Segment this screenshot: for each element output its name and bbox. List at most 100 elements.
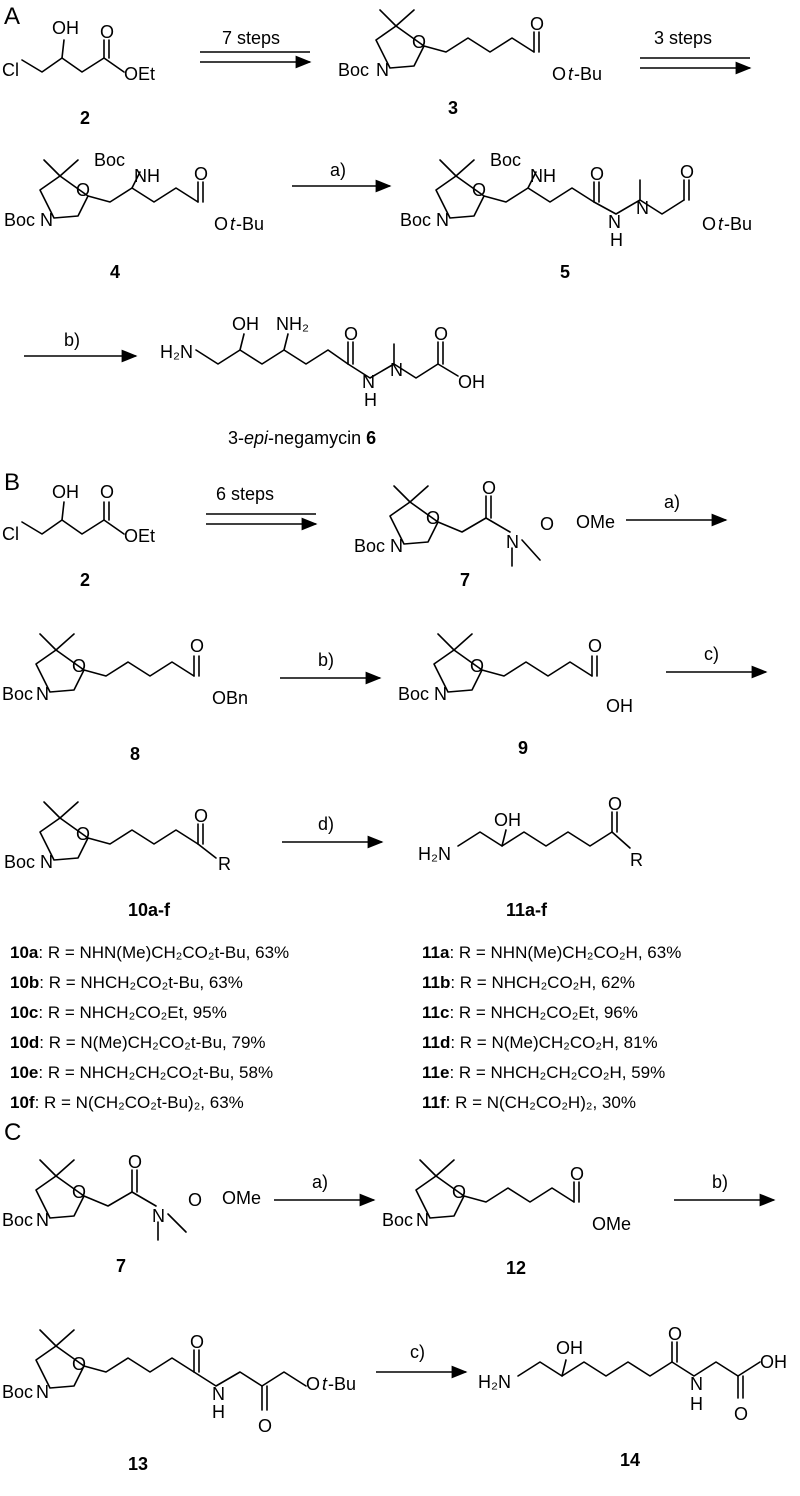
atom-boc: Boc [338, 60, 369, 80]
compound-11-structure: H₂N OH O R [418, 794, 643, 870]
atom-h: H [212, 1402, 225, 1422]
compound-label-10: 10a-f [128, 900, 171, 920]
atom-boc: Boc [490, 150, 521, 170]
atom-o: O [72, 656, 86, 676]
atom-r: R [218, 854, 231, 874]
rgroup-line-11f: 11f: R = N(CH₂CO₂H)₂, 30% [422, 1093, 636, 1112]
compound-label-7-c: 7 [116, 1256, 126, 1276]
atom-ome: OMe [576, 512, 615, 532]
atom-boc: Boc [4, 210, 35, 230]
atom-o: O [426, 508, 440, 528]
compound-2-structure-a: Cl OH O OEt [2, 18, 155, 84]
compound-label-4: 4 [110, 262, 120, 282]
atom-o: O [588, 636, 602, 656]
atom-boc: Boc [2, 1382, 33, 1402]
atom-n: N [690, 1374, 703, 1394]
atom-o: O [76, 180, 90, 200]
compound-label-13: 13 [128, 1454, 148, 1474]
rgroup-line-10a: 10a: R = NHN(Me)CH₂CO₂t-Bu, 63% [10, 943, 289, 962]
atom-oh: OH [458, 372, 485, 392]
atom-boc: Boc [382, 1210, 413, 1230]
compound-label-3: 3 [448, 98, 458, 118]
atom-nh2: NH₂ [276, 314, 309, 334]
compound-6-structure: H₂N OH NH₂ O N H N O OH [160, 314, 485, 410]
atom-bu: -Bu [724, 214, 752, 234]
atom-o: O [590, 164, 604, 184]
compound-4-structure: Boc N O Boc NH O O t -Bu [4, 150, 264, 234]
atom-boc: Boc [398, 684, 429, 704]
atom-o: O [214, 214, 228, 234]
atom-oet: OEt [124, 526, 155, 546]
compound-label-12: 12 [506, 1258, 526, 1278]
atom-n: N [362, 372, 375, 392]
panel-label-a: A [4, 3, 20, 30]
atom-o: O [194, 806, 208, 826]
rgroup-line-10e: 10e: R = NHCH₂CH₂CO₂t-Bu, 58% [10, 1063, 273, 1082]
compound-14-structure: H₂N OH O N H O OH [478, 1324, 787, 1424]
atom-o: O [608, 794, 622, 814]
atom-n: N [152, 1206, 165, 1226]
condition-b-b: b) [318, 650, 334, 670]
atom-n: N [376, 60, 389, 80]
rgroup-line-10d: 10d: R = N(Me)CH₂CO₂t-Bu, 79% [10, 1033, 266, 1052]
rgroup-list-10: 10a: R = NHN(Me)CH₂CO₂t-Bu, 63%10b: R = … [10, 943, 289, 1112]
atom-o: O [412, 32, 426, 52]
panel-label-c: C [4, 1119, 21, 1146]
atom-o: O [190, 636, 204, 656]
compound-10-structure: Boc N O O R [4, 801, 231, 874]
atom-o: O [72, 1182, 86, 1202]
atom-nh: NH [530, 166, 556, 186]
atom-o: O [258, 1416, 272, 1436]
condition-a-b: b) [64, 330, 80, 350]
atom-t: t [322, 1374, 328, 1394]
atom-o: O [734, 1404, 748, 1424]
atom-ome: OMe [592, 1214, 631, 1234]
atom-o: O [530, 14, 544, 34]
atom-o: O [72, 1354, 86, 1374]
rgroup-line-11d: 11d: R = N(Me)CH₂CO₂H, 81% [422, 1033, 658, 1052]
atom-n: N [40, 852, 53, 872]
atom-obn: OBn [212, 688, 248, 708]
rgroup-line-11b: 11b: R = NHCH₂CO₂H, 62% [422, 973, 635, 992]
atom-oh: OH [52, 482, 79, 502]
rgroup-line-11e: 11e: R = NHCH₂CH₂CO₂H, 59% [422, 1063, 665, 1082]
atom-o: O [188, 1190, 202, 1210]
atom-n: N [608, 212, 621, 232]
atom-n: N [40, 210, 53, 230]
atom-boc: Boc [94, 150, 125, 170]
compound-label-9: 9 [518, 738, 528, 758]
compound-12-structure: Boc N O O OMe [382, 1159, 631, 1234]
atom-o: O [434, 324, 448, 344]
atom-oh: OH [760, 1352, 787, 1372]
compound-label-5: 5 [560, 262, 570, 282]
condition-c-b: b) [712, 1172, 728, 1192]
atom-h2n: H₂N [418, 844, 451, 864]
atom-h: H [690, 1394, 703, 1414]
atom-o: O [190, 1332, 204, 1352]
atom-n: N [36, 1382, 49, 1402]
atom-bu: -Bu [328, 1374, 356, 1394]
rgroup-line-11c: 11c: R = NHCH₂CO₂Et, 96% [422, 1003, 638, 1022]
compound-name-6: 3-epi-negamycin 6 [228, 428, 376, 448]
condition-a-steps1: 7 steps [222, 28, 280, 48]
compound-13-structure: Boc N O O N H O O t -Bu [2, 1329, 356, 1436]
atom-o: O [100, 482, 114, 502]
condition-a-steps2: 3 steps [654, 28, 712, 48]
atom-o: O [680, 162, 694, 182]
atom-oh: OH [52, 18, 79, 38]
atom-oh: OH [556, 1338, 583, 1358]
atom-h: H [364, 390, 377, 410]
compound-3-structure: Boc N O O O t -Bu [338, 9, 602, 84]
compound-9-structure: Boc N O O OH [398, 633, 633, 716]
atom-o: O [100, 22, 114, 42]
compound-label-11: 11a-f [506, 900, 548, 920]
atom-o: O [128, 1152, 142, 1172]
atom-n: N [416, 1210, 429, 1230]
atom-t: t [718, 214, 724, 234]
compound-label-7: 7 [460, 570, 470, 590]
atom-o: O [702, 214, 716, 234]
atom-t: t [230, 214, 236, 234]
atom-nh: NH [134, 166, 160, 186]
rgroup-line-10f: 10f: R = N(CH₂CO₂t-Bu)₂, 63% [10, 1093, 244, 1112]
condition-b-a: a) [664, 492, 680, 512]
